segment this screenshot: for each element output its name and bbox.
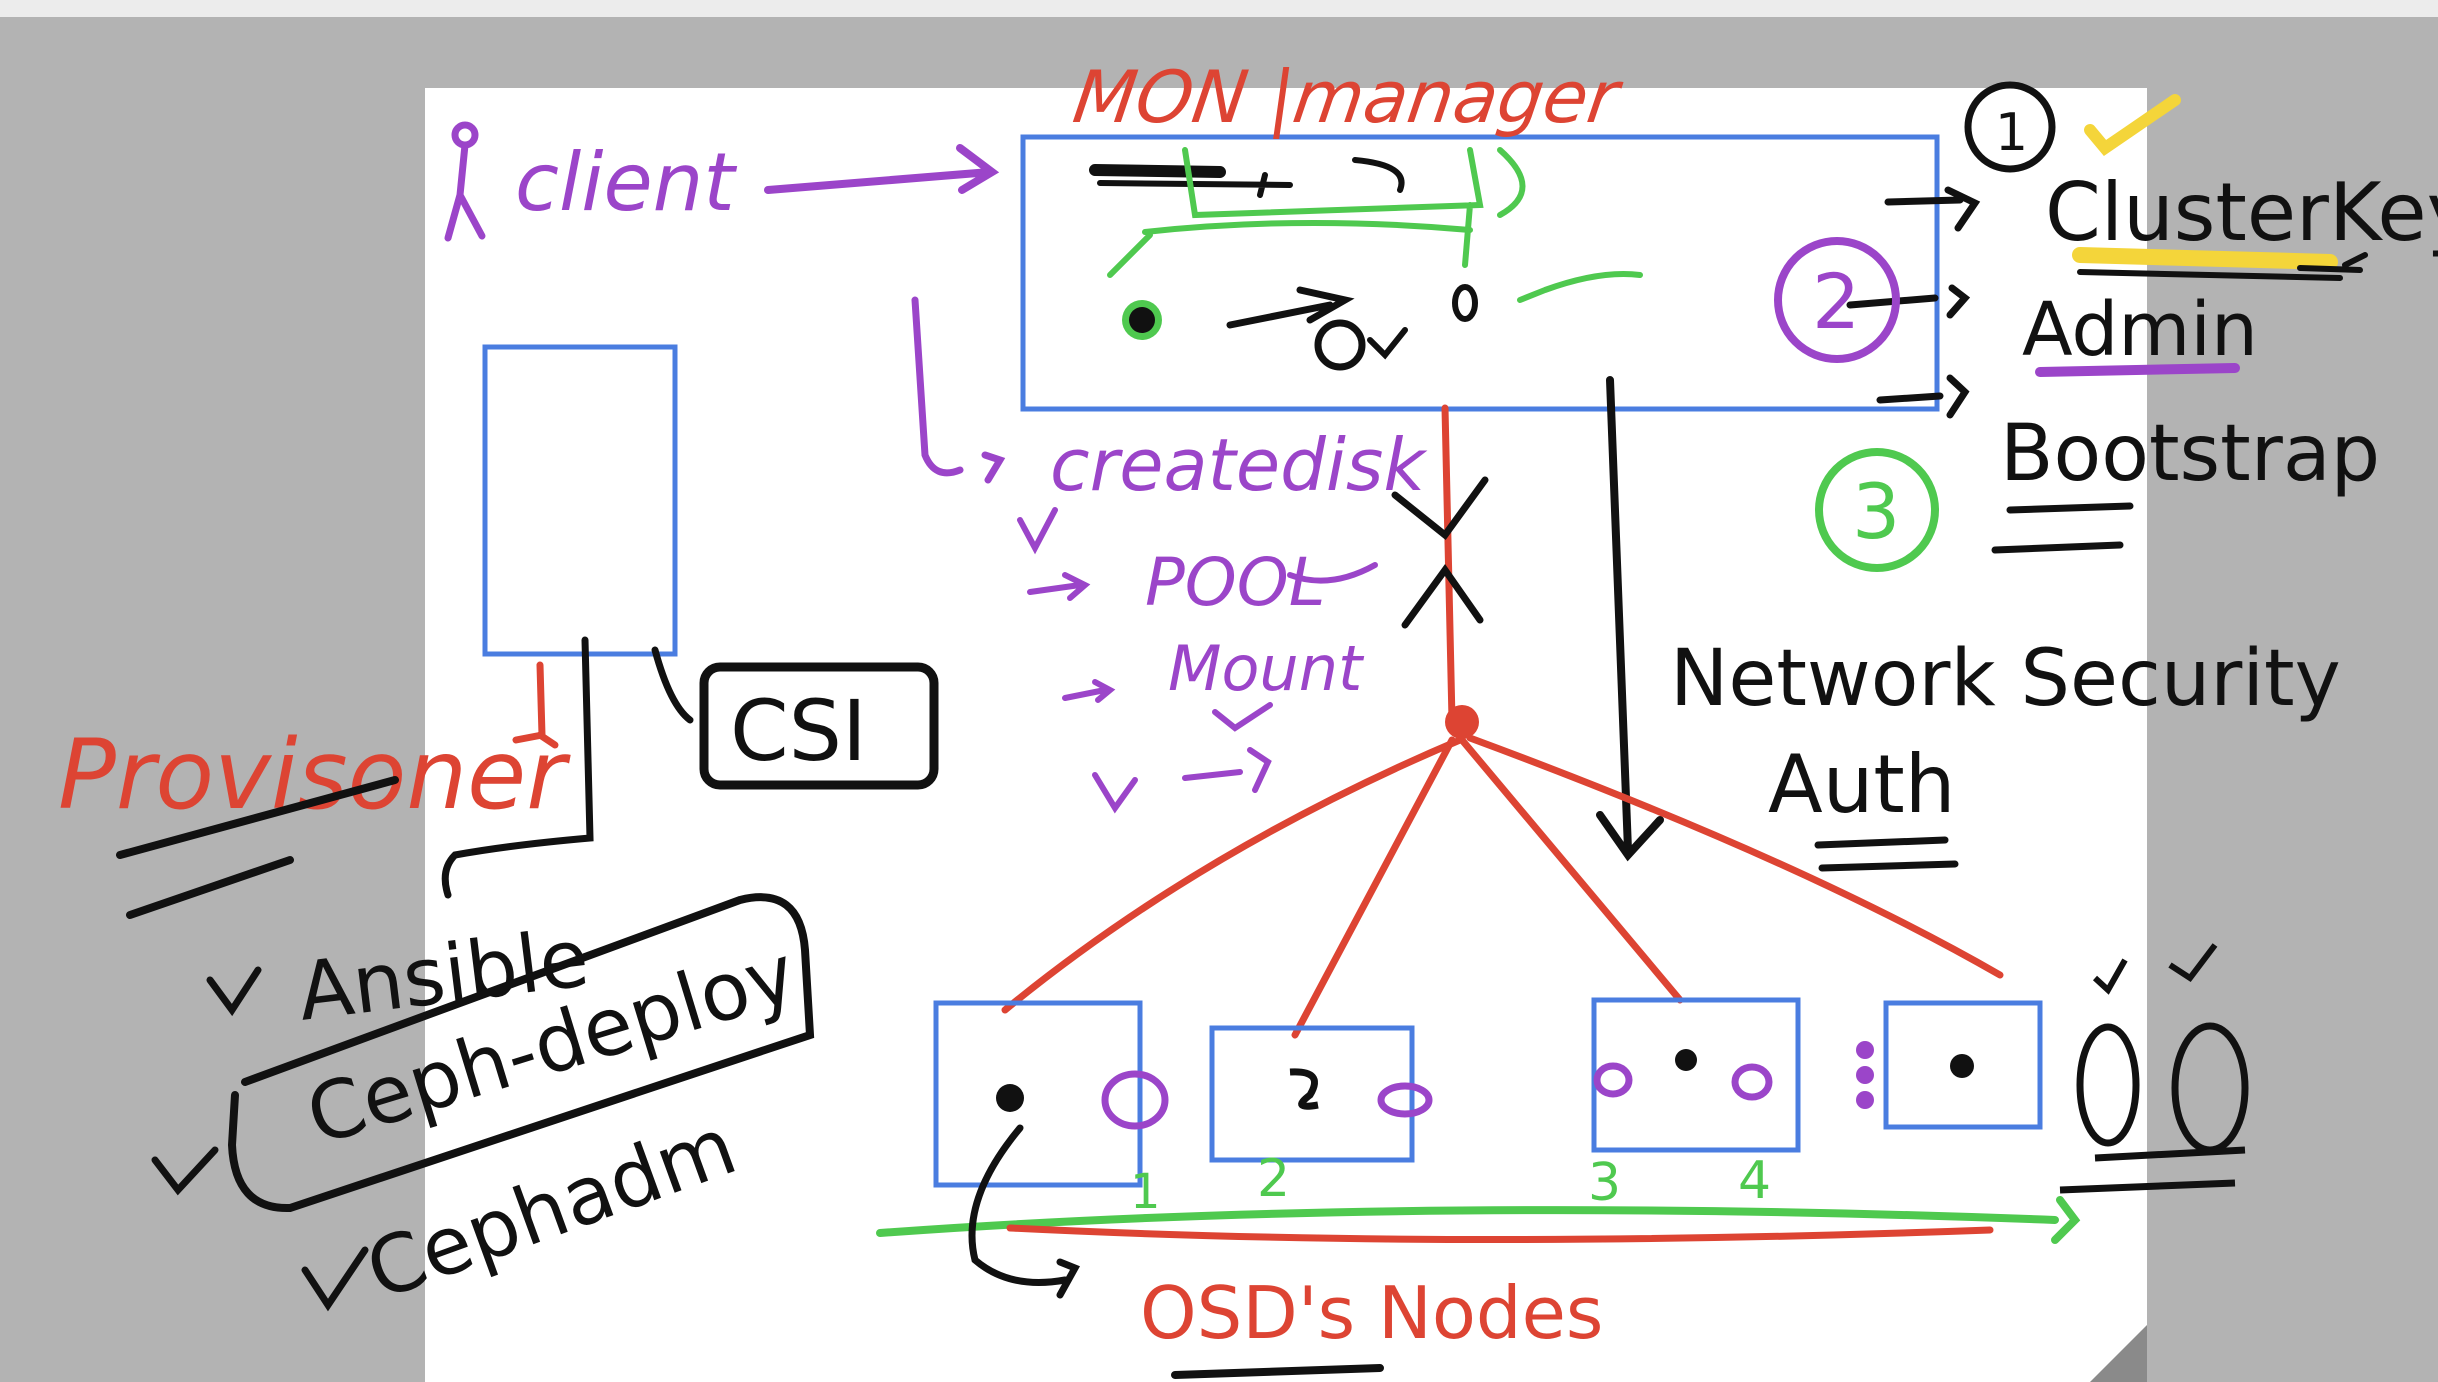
step-2-circle bbox=[1774, 237, 1900, 363]
mon-manager-box bbox=[1020, 134, 1940, 412]
cephadm-check bbox=[301, 1246, 369, 1312]
mon-to-osd-red-lines bbox=[1001, 404, 2004, 1039]
node-number-3: 3 bbox=[1588, 1153, 1621, 1213]
node-number-4: 4 bbox=[1738, 1151, 1771, 1211]
window-top-bar bbox=[0, 0, 2438, 17]
auth-underline bbox=[1814, 836, 1959, 872]
osd-box-3 bbox=[1591, 997, 1801, 1153]
step-3-number: 3 bbox=[1852, 467, 1900, 556]
box-to-csi-connector bbox=[651, 646, 694, 724]
provisioner-box bbox=[482, 344, 678, 657]
cluster-key-underline bbox=[2077, 252, 2368, 281]
mount-label: Mount bbox=[1168, 632, 1365, 705]
osd-box-2 bbox=[1209, 1025, 1415, 1163]
mon-bracket-sketch bbox=[1391, 476, 1489, 629]
node-number-2: 2 bbox=[1257, 1149, 1290, 1209]
createdisk-label: createdisk bbox=[1050, 423, 1428, 507]
network-security-label: Network Security bbox=[1670, 634, 2341, 724]
bootstrap-label: Bootstrap bbox=[2000, 409, 2380, 499]
ceph-deploy-check bbox=[151, 1146, 219, 1196]
pool-label: POOL bbox=[1145, 544, 1325, 621]
mon-box-sketches bbox=[1089, 147, 1643, 371]
ansible-check bbox=[206, 966, 262, 1017]
step-1-number: 1 bbox=[1995, 103, 2028, 163]
createdisk-ticks bbox=[1017, 507, 1378, 814]
auth-label: Auth bbox=[1768, 738, 1956, 831]
osd-nodes-underline bbox=[1171, 1364, 1384, 1379]
mon-dot-black bbox=[1129, 307, 1155, 333]
admin-label: Admin bbox=[2022, 287, 2258, 373]
admin-underline bbox=[2035, 363, 2240, 377]
red-hub-dot bbox=[1445, 705, 1479, 739]
node-number-1: 1 bbox=[1130, 1164, 1161, 1220]
osd-box-4 bbox=[1883, 1000, 2043, 1130]
step-2-number: 2 bbox=[1812, 257, 1860, 346]
osd-network-lines bbox=[876, 1124, 2081, 1299]
osd-nodes-label: OSD's Nodes bbox=[1140, 1271, 1603, 1355]
client-to-mon-arrow bbox=[764, 144, 1000, 194]
bootstrap-underline bbox=[1991, 502, 2134, 554]
csi-box bbox=[699, 662, 939, 790]
csi-label: CSI bbox=[730, 682, 867, 780]
client-label: client bbox=[515, 136, 737, 229]
client-person-icon bbox=[444, 121, 486, 242]
osd-box-1 bbox=[933, 1000, 1143, 1188]
createdisk-bracket bbox=[911, 296, 1006, 484]
step-3-circle bbox=[1815, 448, 1939, 572]
provisioner-person-mark bbox=[512, 661, 559, 749]
step-1-check-yellow bbox=[2084, 94, 2181, 157]
provisioner-underline bbox=[116, 776, 399, 919]
cluster-key-label: ClusterKey bbox=[2045, 166, 2438, 259]
mon-to-osd-black-arrow bbox=[1596, 376, 1664, 862]
cluster-key-highlight bbox=[2072, 247, 2338, 270]
mon-to-list-arrows bbox=[1846, 186, 1981, 419]
step-1-circle bbox=[1964, 81, 2056, 173]
mon-manager-label: MON |manager bbox=[1068, 56, 1627, 140]
provisioner-label: Provisoner bbox=[58, 719, 571, 831]
provisioner-connector bbox=[441, 636, 594, 899]
osd-disk-sketches bbox=[996, 943, 2249, 1194]
ceph-deploy-outline bbox=[227, 893, 815, 1213]
